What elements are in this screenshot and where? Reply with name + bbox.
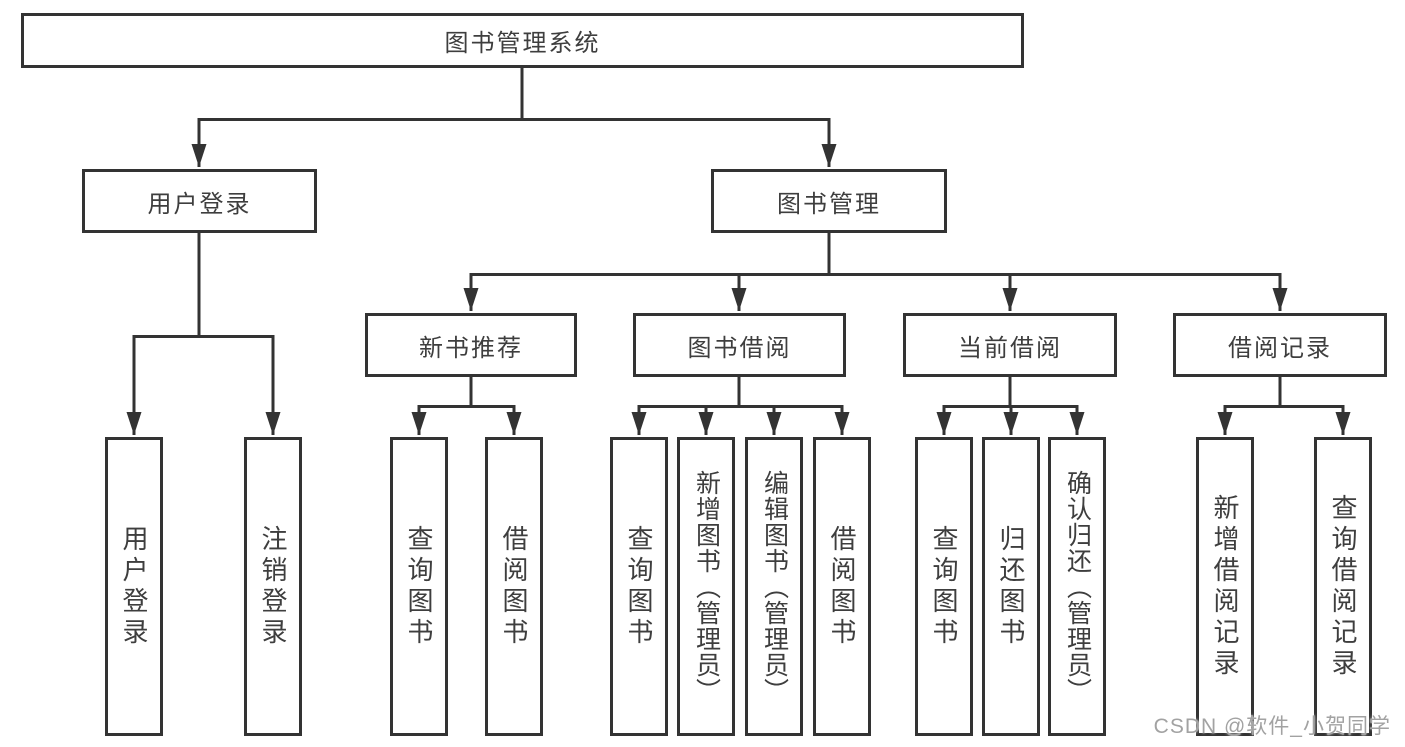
leaf-logout: 注销登录 — [244, 437, 302, 736]
leaf-label: 归还图书 — [996, 524, 1026, 649]
leaf-label: 确认归还（管理员） — [1063, 469, 1092, 704]
leaf-label: 注销登录 — [258, 524, 288, 649]
leaf-label: 借阅图书 — [827, 524, 857, 649]
connector-trunks — [132, 68, 1345, 408]
node-label: 新书推荐 — [419, 334, 523, 362]
leaf-borrow-books-borrowing: 借阅图书 — [813, 437, 871, 736]
node-new-book-recommend: 新书推荐 — [365, 313, 577, 377]
leaf-add-borrow-record: 新增借阅记录 — [1196, 437, 1254, 736]
leaf-label: 编辑图书（管理员） — [760, 469, 789, 704]
leaf-edit-books-admin: 编辑图书（管理员） — [745, 437, 803, 736]
node-borrowing-records: 借阅记录 — [1173, 313, 1387, 377]
leaf-query-books-current: 查询图书 — [915, 437, 973, 736]
csdn-watermark: CSDN @软件_小贺同学 — [1153, 715, 1391, 738]
leaf-label: 新增借阅记录 — [1210, 493, 1240, 680]
leaf-add-books-admin: 新增图书（管理员） — [677, 437, 735, 736]
leaf-borrow-books-recommend: 借阅图书 — [485, 437, 543, 736]
leaf-query-borrow-record: 查询借阅记录 — [1314, 437, 1372, 736]
leaf-label: 借阅图书 — [499, 524, 529, 649]
node-label: 图书借阅 — [687, 334, 792, 362]
leaf-label: 新增图书（管理员） — [692, 469, 721, 704]
connector-arrows — [126, 120, 1351, 435]
node-library-management-system: 图书管理系统 — [21, 13, 1024, 68]
node-label: 用户登录 — [147, 190, 252, 218]
node-current-borrowing: 当前借阅 — [903, 313, 1117, 377]
leaf-return-books: 归还图书 — [982, 437, 1040, 736]
node-label: 借阅记录 — [1228, 334, 1332, 362]
leaf-user-login: 用户登录 — [105, 437, 163, 736]
leaf-label: 查询图书 — [624, 524, 654, 649]
leaf-query-books-recommend: 查询图书 — [390, 437, 448, 736]
node-book-borrowing: 图书借阅 — [633, 313, 846, 377]
node-label: 图书管理 — [777, 190, 881, 218]
leaf-query-books-borrowing: 查询图书 — [610, 437, 668, 736]
leaf-label: 查询借阅记录 — [1328, 493, 1358, 680]
leaf-label: 查询图书 — [929, 524, 959, 649]
node-label: 图书管理系统 — [444, 30, 601, 57]
node-user-login: 用户登录 — [82, 169, 317, 233]
leaf-label: 用户登录 — [119, 524, 149, 649]
node-label: 当前借阅 — [958, 334, 1062, 362]
leaf-label: 查询图书 — [404, 524, 434, 649]
leaf-confirm-return-admin: 确认归还（管理员） — [1048, 437, 1106, 736]
node-book-management: 图书管理 — [711, 169, 947, 233]
